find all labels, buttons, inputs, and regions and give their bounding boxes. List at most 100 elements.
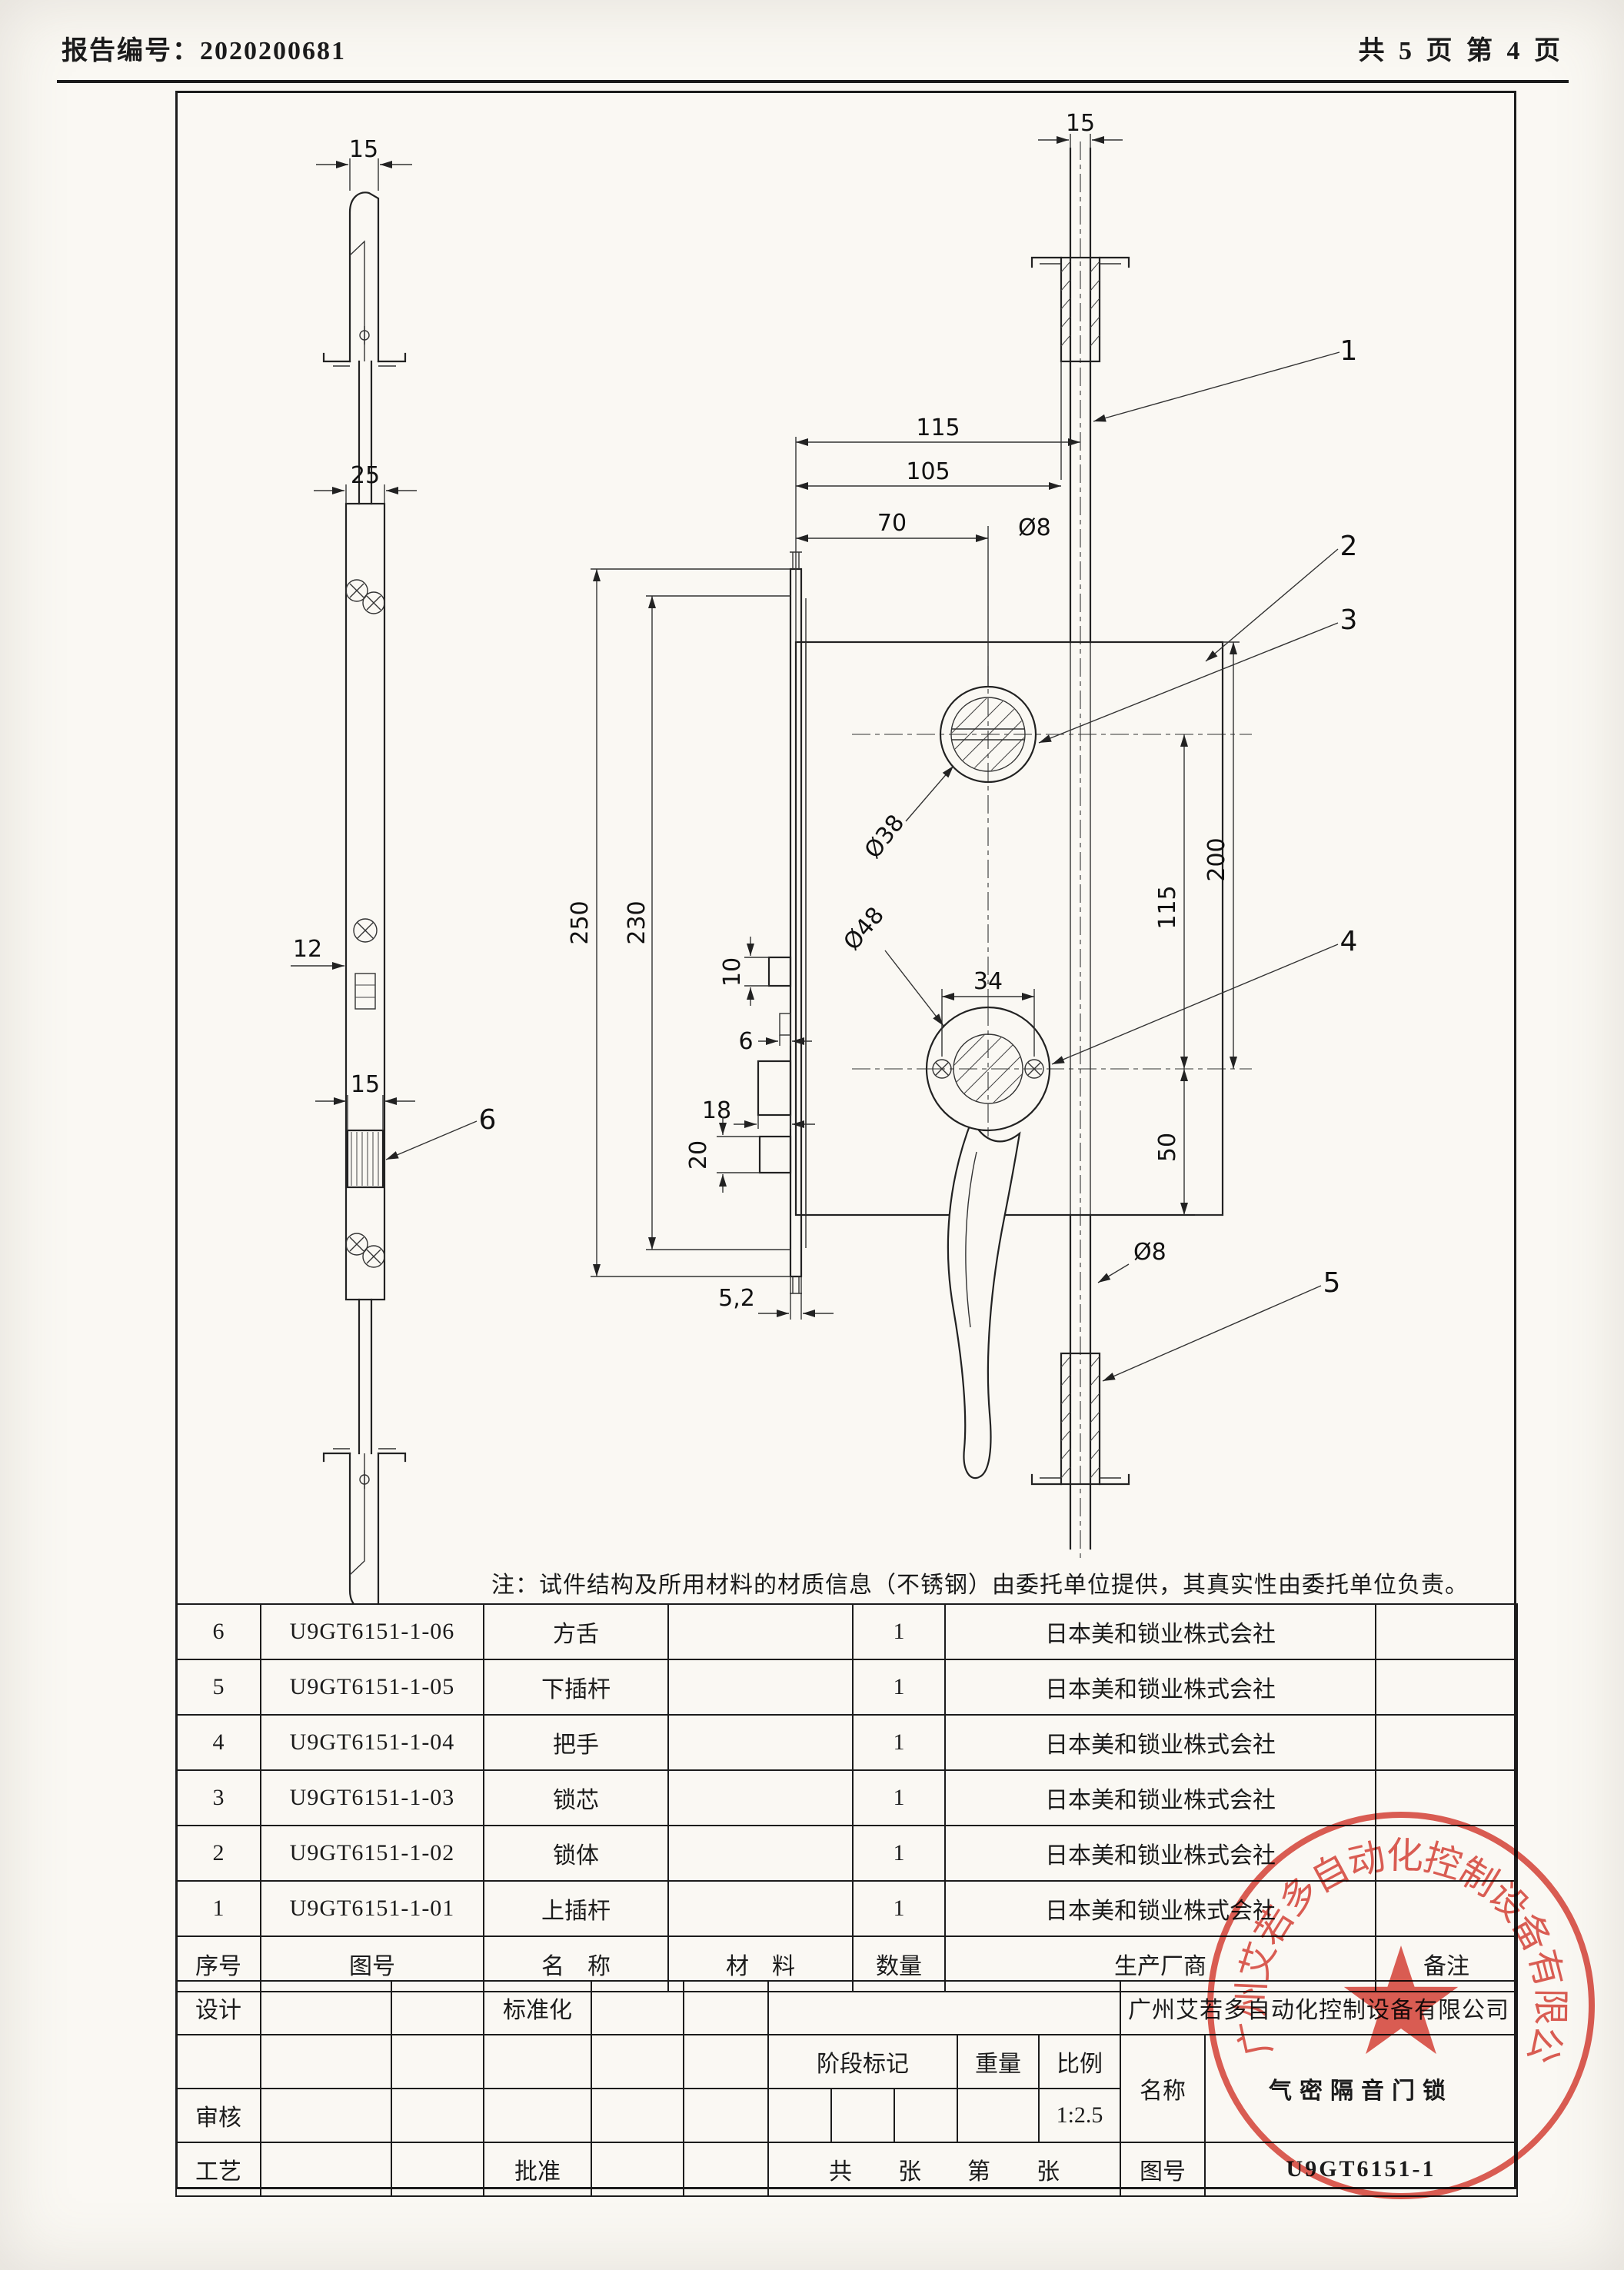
dim-rod-diameter-bottom: Ø8 [1133, 1239, 1166, 1266]
dim-w115: 115 [916, 414, 960, 441]
lower-insert-rod-front-view [1030, 1213, 1130, 1550]
seal-ring [1207, 1812, 1595, 2199]
blank-cell [683, 2034, 769, 2089]
bom-remark [1375, 1603, 1518, 1660]
report-number: 报告编号：2020200681 [62, 37, 346, 65]
dim-h115: 115 [1154, 885, 1181, 929]
blank-cell [767, 1980, 1122, 2035]
approve-sign-cell [591, 2142, 684, 2197]
bom-name: 下插杆 [483, 1659, 669, 1716]
page-count: 共 5 页 第 4 页 [1358, 37, 1564, 65]
dim-w105: 105 [906, 458, 950, 485]
dim-h200: 200 [1203, 837, 1230, 881]
dim-inner-height: 230 [624, 900, 651, 944]
bom-material [667, 1825, 854, 1882]
dim-w70: 70 [877, 510, 907, 537]
weight-value-cell [957, 2088, 1040, 2143]
cylinder-dimension: Ø38 [860, 765, 954, 864]
bom-qty: 1 [852, 1825, 946, 1882]
bom-code: U9GT6151-1-02 [260, 1825, 484, 1882]
drawing-note: 注：试件结构及所用材料的材质信息（不锈钢）由委托单位提供，其真实性由委托单位负责… [491, 1573, 1469, 1598]
standardization-date-cell [683, 1980, 769, 2035]
bom-material [667, 1880, 854, 1937]
review-date-cell [391, 2088, 484, 2143]
callout-1: 1 [1340, 335, 1358, 367]
header-rule [57, 80, 1569, 83]
bom-qty: 1 [852, 1603, 946, 1660]
bom-qty: 1 [852, 1714, 946, 1771]
lock-cylinder-front-view [939, 685, 1037, 784]
scale-value: 1:2.5 [1037, 2088, 1122, 2143]
standardization-label: 标准化 [483, 1980, 592, 2035]
bom-name: 方舌 [483, 1603, 669, 1660]
dim-aux-height: 10 [719, 957, 746, 987]
upper-insert-rod-front-view [1030, 147, 1130, 644]
standardization-sign-cell [591, 1980, 684, 2035]
title-block: 设计 标准化 广州艾若多自动化控制设备有限公司 阶段标记 重量 比例 名称 气密… [175, 1980, 1519, 2197]
bom-row: 3 U9GT6151-1-03 锁芯 1 日本美和锁业株式会社 [175, 1769, 1518, 1826]
lock-side-view [757, 551, 807, 1294]
horizontal-dimensions: 115 105 70 Ø8 [795, 361, 1080, 687]
sheets-label: 共 张 第 张 [767, 2142, 1122, 2197]
bom-seq: 3 [175, 1769, 261, 1826]
bom-manufacturer: 日本美和锁业株式会社 [944, 1659, 1376, 1716]
dim-plate-width: 25 [351, 462, 380, 489]
lower-rod-left-view [322, 1298, 407, 1603]
blank-cell [683, 2088, 769, 2143]
dim-screw-span: 34 [973, 968, 1003, 995]
bom-material [667, 1769, 854, 1826]
design-sign-cell [260, 1980, 392, 2035]
dim-aux-depth: 6 [738, 1028, 753, 1055]
stage-mark-label: 阶段标记 [767, 2034, 958, 2089]
bottom-rod-dimension: Ø8 [1097, 1239, 1166, 1283]
bom-seq: 5 [175, 1659, 261, 1716]
dim-body-height: 250 [567, 900, 594, 944]
bom-code: U9GT6151-1-05 [260, 1659, 484, 1716]
process-label: 工艺 [175, 2142, 261, 2197]
bom-name: 把手 [483, 1714, 669, 1771]
side-view-dimensions: 250 230 10 6 18 20 5,2 [567, 568, 834, 1320]
dim-bolt-height: 20 [685, 1140, 712, 1170]
callout-6: 6 [479, 1104, 497, 1136]
scale-label: 比例 [1037, 2034, 1122, 2089]
bom-row: 6 U9GT6151-1-06 方舌 1 日本美和锁业株式会社 [175, 1603, 1518, 1660]
blank-cell [483, 2034, 592, 2089]
dim-rod-diameter: Ø8 [1018, 514, 1051, 541]
bom-remark [1375, 1714, 1518, 1771]
bom-material [667, 1603, 854, 1660]
dim-plate-thickness: 5,2 [718, 1285, 755, 1312]
bom-code: U9GT6151-1-04 [260, 1714, 484, 1771]
bom-manufacturer: 日本美和锁业株式会社 [944, 1603, 1376, 1660]
center-lines [852, 141, 1252, 1558]
dim-strike: 12 [293, 936, 322, 963]
bom-seq: 6 [175, 1603, 261, 1660]
dim-hub-diameter: Ø48 [838, 902, 890, 956]
bom-qty: 1 [852, 1769, 946, 1826]
vertical-dimensions-right: 200 115 50 [1154, 641, 1240, 1216]
process-date-cell [391, 2142, 484, 2197]
approve-date-cell [683, 2142, 769, 2197]
review-label: 审核 [175, 2088, 261, 2143]
bom-table: 6 U9GT6151-1-06 方舌 1 日本美和锁业株式会社 5 U9GT61… [175, 1603, 1518, 1992]
stage-mark-cell [894, 2088, 958, 2143]
door-handle-front-view [947, 1117, 1021, 1479]
bom-remark [1375, 1659, 1518, 1716]
bom-manufacturer: 日本美和锁业株式会社 [944, 1769, 1376, 1826]
callout-5: 5 [1323, 1267, 1341, 1299]
blank-cell [260, 2034, 392, 2089]
bom-manufacturer: 日本美和锁业株式会社 [944, 1825, 1376, 1882]
dim-top-rod-width: 15 [1066, 110, 1095, 137]
name-label: 名称 [1120, 2034, 1206, 2143]
approve-label: 批准 [483, 2142, 592, 2197]
technical-drawing: 15 25 12 15 6 250 230 10 [291, 110, 1358, 1603]
bom-material [667, 1659, 854, 1716]
dim-latch-depth: 18 [702, 1097, 731, 1124]
design-date-cell [391, 1980, 484, 2035]
bom-remark [1375, 1825, 1518, 1882]
review-sign-cell [260, 2088, 392, 2143]
callout-3: 3 [1340, 604, 1358, 636]
blank-cell [591, 2034, 684, 2089]
callout-4: 4 [1340, 926, 1358, 957]
blank-cell [175, 2034, 261, 2089]
bom-name: 锁体 [483, 1825, 669, 1882]
